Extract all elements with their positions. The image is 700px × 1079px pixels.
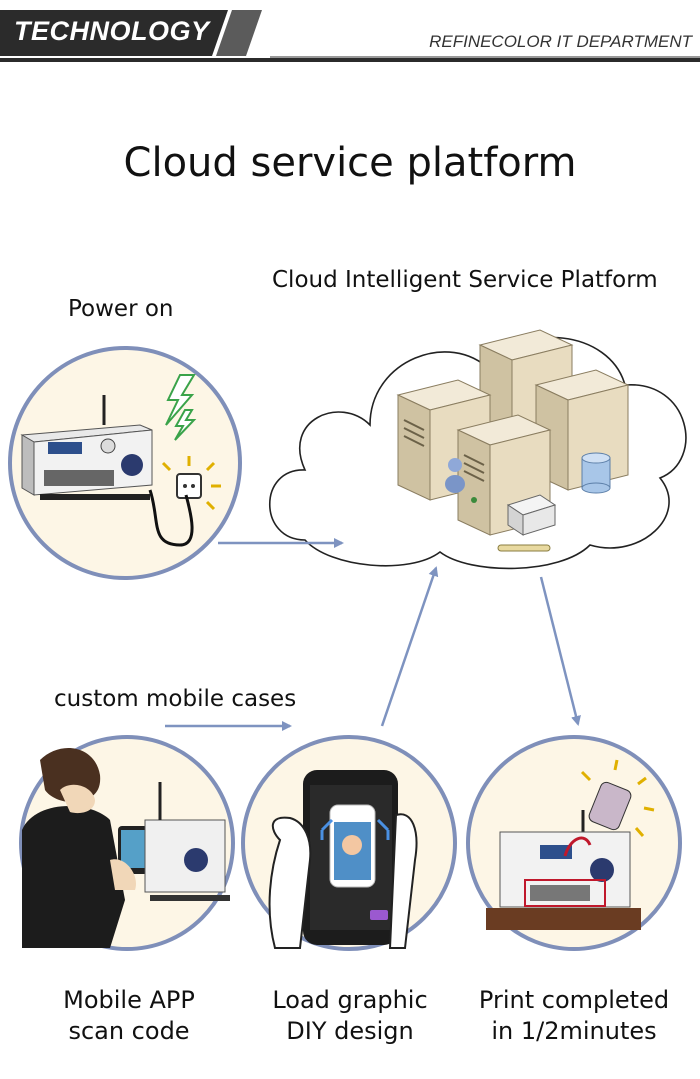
phone-case-icon <box>580 759 655 837</box>
cloud-platform-label: Cloud Intelligent Service Platform <box>272 267 658 293</box>
step-1-line2: scan code <box>68 1017 190 1045</box>
hand-icon <box>268 813 418 949</box>
uv-printer-icon <box>486 810 641 930</box>
server-icon <box>456 414 552 536</box>
arrow-design-to-cloud <box>380 566 439 727</box>
step-3-line1: Print completed <box>478 986 670 1014</box>
arrow-cloud-to-print <box>539 576 581 726</box>
print-completed-circle <box>466 735 682 951</box>
header-tag-shape <box>0 10 262 56</box>
user-icon <box>445 458 465 493</box>
cloud-printer-icon <box>497 494 557 552</box>
step-3-line2: in 1/2minutes <box>491 1017 657 1045</box>
uv-printer-icon <box>20 395 153 500</box>
step-caption-1: Mobile APP scan code <box>32 985 226 1047</box>
mobile-app-circle <box>19 735 235 951</box>
person-icon <box>22 748 148 948</box>
lightning-icon <box>165 374 197 441</box>
step-caption-2: Load graphic DIY design <box>252 985 448 1047</box>
header-tag-text: TECHNOLOGY <box>14 16 210 46</box>
diy-design-circle <box>241 735 457 951</box>
page-title: Cloud service platform <box>123 140 577 186</box>
step-2-line2: DIY design <box>286 1017 414 1045</box>
step-2-line1: Load graphic <box>272 986 428 1014</box>
header-banner: TECHNOLOGY REFINECOLOR IT DEPARTMENT <box>0 0 700 62</box>
step-caption-3: Print completed in 1/2minutes <box>468 985 680 1047</box>
smartphone-icon <box>303 770 398 945</box>
power-on-circle <box>8 346 242 580</box>
custom-cases-label: custom mobile cases <box>54 686 297 712</box>
database-icon <box>581 452 611 494</box>
step-1-line1: Mobile APP <box>63 986 195 1014</box>
power-on-label: Power on <box>68 296 174 322</box>
uv-printer-icon <box>144 782 230 901</box>
power-socket-icon <box>148 456 221 547</box>
header-rule <box>270 56 700 58</box>
header-rule-thick <box>0 58 700 62</box>
department-label: REFINECOLOR IT DEPARTMENT <box>429 32 692 51</box>
